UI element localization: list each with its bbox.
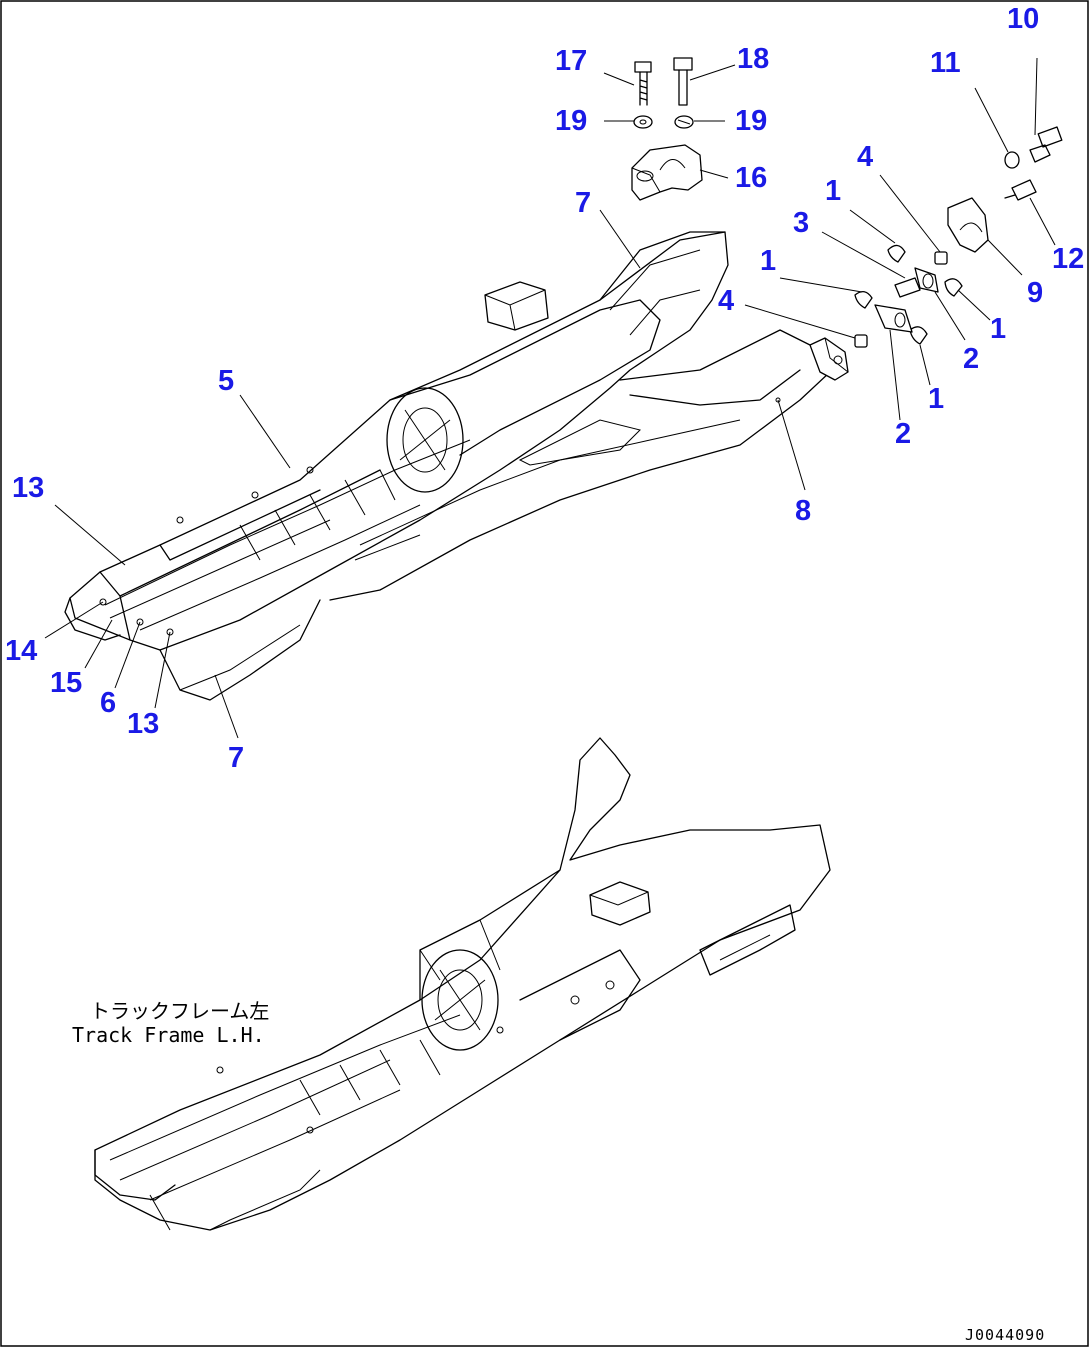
callout-16: 16	[735, 162, 767, 194]
washer-11	[1004, 151, 1020, 169]
callout-5: 5	[218, 365, 234, 397]
callout-12: 12	[1052, 243, 1084, 275]
caption-english: Track Frame L.H.	[72, 1023, 265, 1047]
bushing-2-lower	[874, 304, 913, 333]
callout-15: 15	[50, 667, 82, 699]
callout-1-lower: 1	[928, 383, 944, 415]
callout-19-right: 19	[735, 105, 767, 137]
callout-7-upper: 7	[575, 187, 591, 219]
drawing-code: J0044090	[965, 1326, 1045, 1344]
cap-16	[631, 144, 703, 201]
callout-4-upper: 4	[857, 141, 873, 173]
callout-17: 17	[555, 45, 587, 77]
bolt-17	[634, 61, 652, 106]
callout-8: 8	[795, 495, 811, 527]
callout-13-top: 13	[12, 472, 44, 504]
clamp-9	[947, 197, 989, 253]
callout-1-left: 1	[760, 245, 776, 277]
callout-9: 9	[1027, 277, 1043, 309]
callout-2-upper: 2	[963, 343, 979, 375]
callout-4-lower: 4	[718, 285, 734, 317]
pin-4-upper	[934, 251, 948, 265]
shaft-3	[894, 277, 921, 298]
washer-19-right	[674, 115, 694, 129]
callout-1-right: 1	[990, 313, 1006, 345]
collar-1-d	[909, 326, 928, 345]
callout-19-left: 19	[555, 105, 587, 137]
callout-18: 18	[737, 43, 769, 75]
bolt-10	[1029, 126, 1063, 163]
caption-japanese: トラックフレーム左	[90, 999, 269, 1023]
pin-4-lower	[854, 334, 868, 348]
track-frame-lower	[94, 737, 831, 1231]
nipple-12	[1004, 179, 1037, 201]
callout-7-lower: 7	[228, 742, 244, 774]
callout-11: 11	[930, 47, 961, 79]
washer-19-left	[633, 115, 653, 129]
callout-14: 14	[5, 635, 37, 667]
collar-1-a	[887, 244, 906, 263]
collar-1-c	[854, 291, 873, 309]
callout-2-lower: 2	[895, 418, 911, 450]
callout-13-bottom: 13	[127, 708, 159, 740]
callout-labels: 10 17 18 11 19 19 16 4 7 1 3 12 1 9 1 4 …	[5, 3, 1084, 774]
callout-1-upper: 1	[825, 175, 841, 207]
track-frame-upper	[64, 231, 849, 701]
callout-6: 6	[100, 687, 116, 719]
leader-lines	[44, 57, 1056, 739]
bushing-2-upper	[914, 267, 939, 293]
callout-3: 3	[793, 207, 809, 239]
bolt-18	[673, 57, 693, 106]
callout-10: 10	[1007, 3, 1039, 35]
collar-1-b	[944, 278, 963, 297]
